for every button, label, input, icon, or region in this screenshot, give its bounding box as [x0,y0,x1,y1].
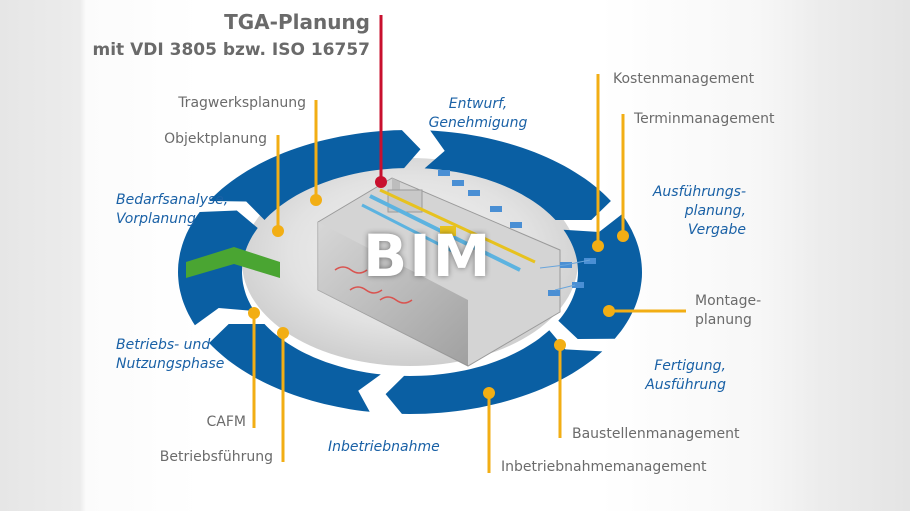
phase-ausfuehrungsplanung: Ausführungs- planung, Vergabe [620,183,746,240]
connector-dot-kostenmanagement [592,240,604,252]
connector-dot-baustellenmanagement [554,339,566,351]
ring-segment-entwurf [424,130,611,220]
connector-dot-tga-planung [375,176,387,188]
label-inbetriebnahmemanagement: Inbetriebnahmemanagement [501,459,707,475]
bim-center-label: BIM [363,222,493,290]
connector-dot-montageplanung [603,305,615,317]
connector-dot-objektplanung [272,225,284,237]
label-terminmanagement: Terminmanagement [634,111,775,127]
connector-dot-betriebsfuehrung [277,327,289,339]
phase-entwurf-line: Genehmigung [428,115,528,131]
ring-segment-ausfuehrungsplanung [558,214,642,339]
header-title: TGA-Planung [224,10,370,34]
phase-bedarfsanalyse-line: Vorplanung [116,211,196,227]
label-objektplanung: Objektplanung [164,131,267,147]
label-montageplanung: Montage- planung [695,292,761,330]
phase-entwurf: Entwurf, Genehmigung [418,95,538,133]
connector-dot-cafm [248,307,260,319]
label-cafm: CAFM [206,414,246,430]
label-tragwerksplanung: Tragwerksplanung [178,95,306,111]
phase-betrieb-nutzung-line: Betriebs- und [116,337,211,353]
label-baustellenmanagement: Baustellenmanagement [572,426,740,442]
green-chevron-arrow [186,247,280,278]
label-montageplanung-line: planung [695,312,752,328]
connector-dot-tragwerksplanung [310,194,322,206]
connector-lines [248,15,686,473]
phase-ausfuehrungsplanung-line: Ausführungs- [652,184,746,200]
phase-bedarfsanalyse: Bedarfsanalyse, Vorplanung [116,191,228,229]
phase-inbetriebnahme-line: Inbetriebnahme [328,439,440,455]
label-kostenmanagement: Kostenmanagement [613,71,755,87]
label-betriebsfuehrung: Betriebsführung [159,449,273,465]
building-model-illustration [317,170,596,367]
ring-segment-fertigung [385,330,603,414]
phase-ausfuehrungsplanung-line: Vergabe [687,222,746,238]
phase-inbetriebnahme: Inbetriebnahme [328,438,440,457]
connector-dot-inbetriebnahmemanagement [483,387,495,399]
phase-fertigung: Fertigung, Ausführung [610,357,726,395]
header-subtitle: mit VDI 3805 bzw. ISO 16757 [92,40,370,60]
label-montageplanung-line: Montage- [695,293,762,309]
phase-betrieb-nutzung: Betriebs- und Nutzungsphase [116,336,224,374]
ring-segment-inbetriebnahme [209,324,381,412]
lifecycle-ring [178,130,642,414]
phase-entwurf-line: Entwurf, [448,96,508,112]
phase-betrieb-nutzung-line: Nutzungsphase [116,356,225,372]
phase-fertigung-line: Ausführung [645,377,726,393]
phase-fertigung-line: Fertigung, [654,358,726,374]
connector-dot-terminmanagement [617,230,629,242]
phase-ausfuehrungsplanung-line: planung, [684,203,746,219]
phase-bedarfsanalyse-line: Bedarfsanalyse, [116,192,229,208]
